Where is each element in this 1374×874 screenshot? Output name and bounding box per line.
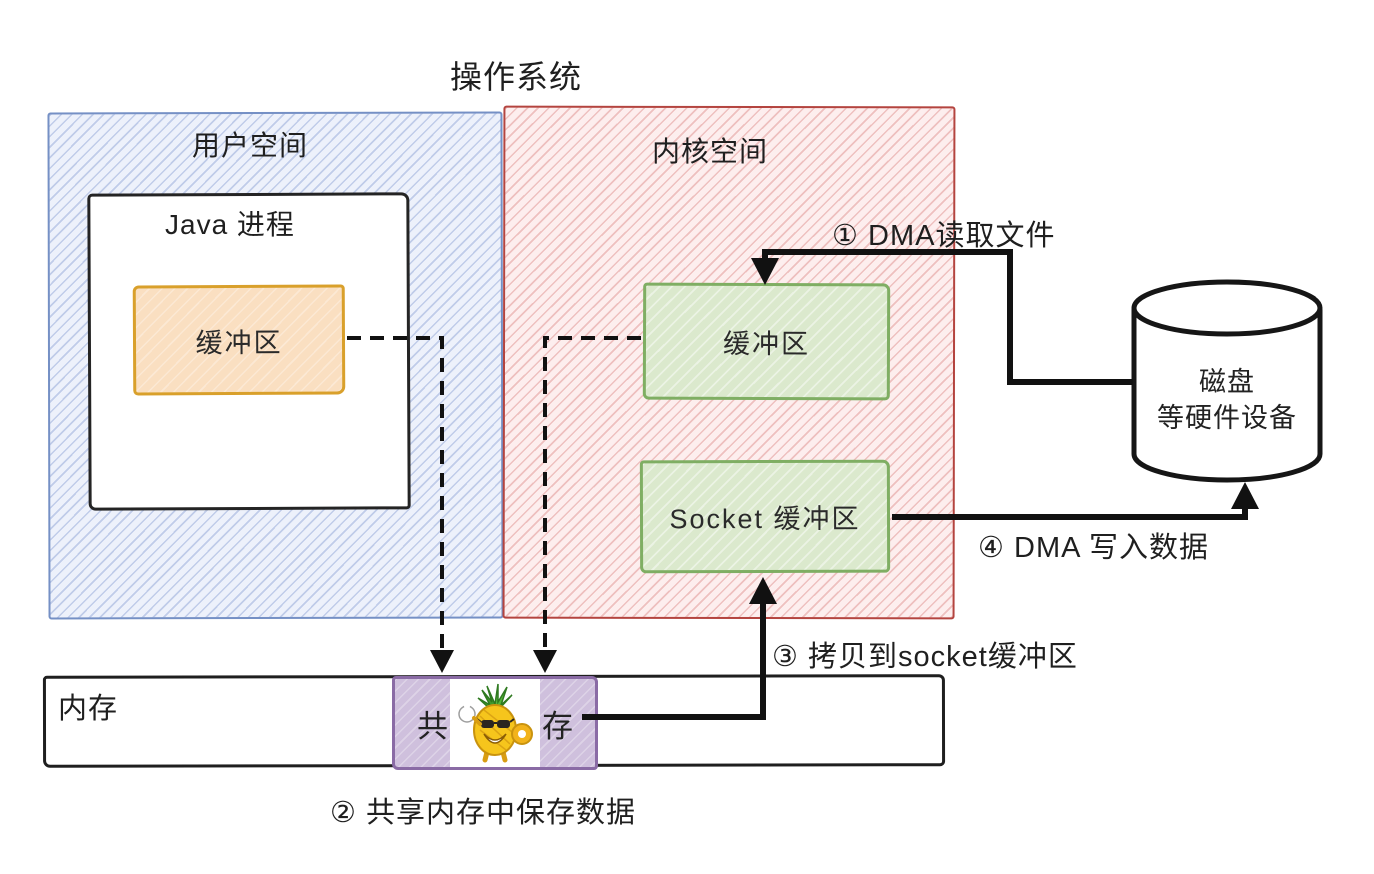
disk-cylinder-shape bbox=[1131, 279, 1323, 483]
socket-buffer-box: Socket 缓冲区 bbox=[639, 459, 891, 574]
shared-memory-text-left: 共 bbox=[417, 708, 448, 744]
pineapple-mascot-image bbox=[450, 679, 540, 767]
disk-label-line2: 等硬件设备 bbox=[1157, 403, 1297, 433]
step1-dma-read-label: ① DMA读取文件 bbox=[832, 220, 1056, 252]
kernel-buffer-box: 缓冲区 bbox=[642, 282, 891, 401]
diagram-title: 操作系统 bbox=[450, 59, 583, 95]
pineapple-mascot-drawing bbox=[458, 683, 533, 763]
step4-dma-write-label: ④ DMA 写入数据 bbox=[978, 532, 1209, 564]
step2-shared-memory-label: ② 共享内存中保存数据 bbox=[330, 797, 637, 829]
kernel-space-label: 内核空间 bbox=[652, 136, 769, 167]
socket-buffer-label: Socket 缓冲区 bbox=[669, 503, 861, 535]
kernel-buffer-label: 缓冲区 bbox=[722, 328, 811, 360]
java-process-label: Java 进程 bbox=[165, 209, 295, 240]
disk-cylinder: 磁盘 等硬件设备 bbox=[1127, 278, 1327, 498]
user-buffer-box: 缓冲区 bbox=[132, 284, 346, 396]
step3-copy-socket-label: ③ 拷贝到socket缓冲区 bbox=[772, 641, 1078, 673]
user-buffer-label: 缓冲区 bbox=[195, 327, 283, 358]
disk-label-line1: 磁盘 bbox=[1199, 367, 1255, 397]
shared-memory-box: 共 bbox=[392, 676, 598, 770]
memory-label: 内存 bbox=[58, 693, 119, 725]
user-space-label: 用户空间 bbox=[192, 130, 309, 161]
shared-memory-text-right: 存 bbox=[542, 708, 573, 744]
disk-label: 磁盘 等硬件设备 bbox=[1127, 364, 1327, 436]
